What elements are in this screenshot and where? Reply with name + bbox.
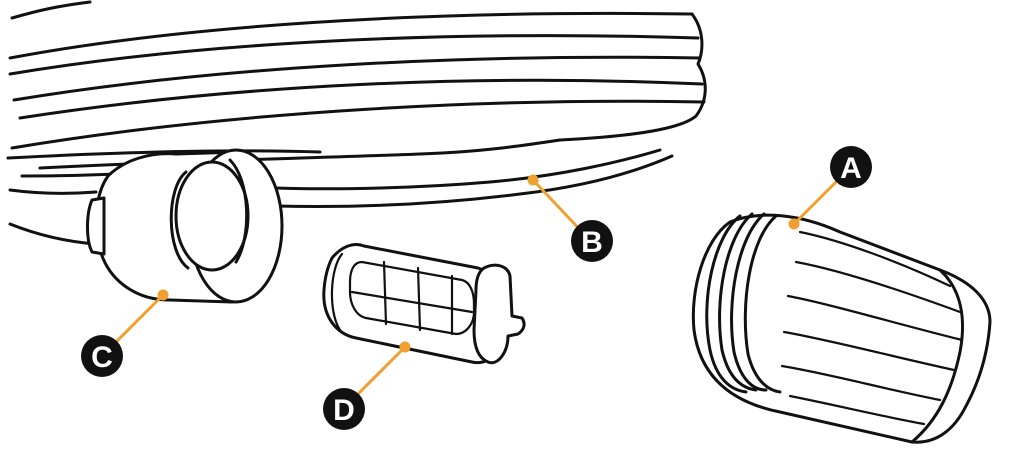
callout-a-letter: A	[840, 152, 862, 185]
callout-a: A	[830, 146, 872, 188]
leader-d-dot	[399, 341, 411, 353]
callout-c: C	[81, 335, 123, 377]
callout-d: D	[323, 388, 365, 430]
hose-end-fitting	[86, 148, 284, 304]
callout-c-letter: C	[91, 341, 113, 374]
leader-c-dot	[157, 289, 169, 301]
leader-b-dot	[527, 174, 539, 186]
callout-d-letter: D	[333, 394, 355, 427]
knurled-coupling-nut	[691, 212, 992, 444]
callout-b-letter: B	[581, 226, 603, 259]
mesh-filter-insert	[322, 243, 526, 365]
leader-a-dot	[788, 218, 800, 230]
callout-b: B	[571, 220, 613, 262]
